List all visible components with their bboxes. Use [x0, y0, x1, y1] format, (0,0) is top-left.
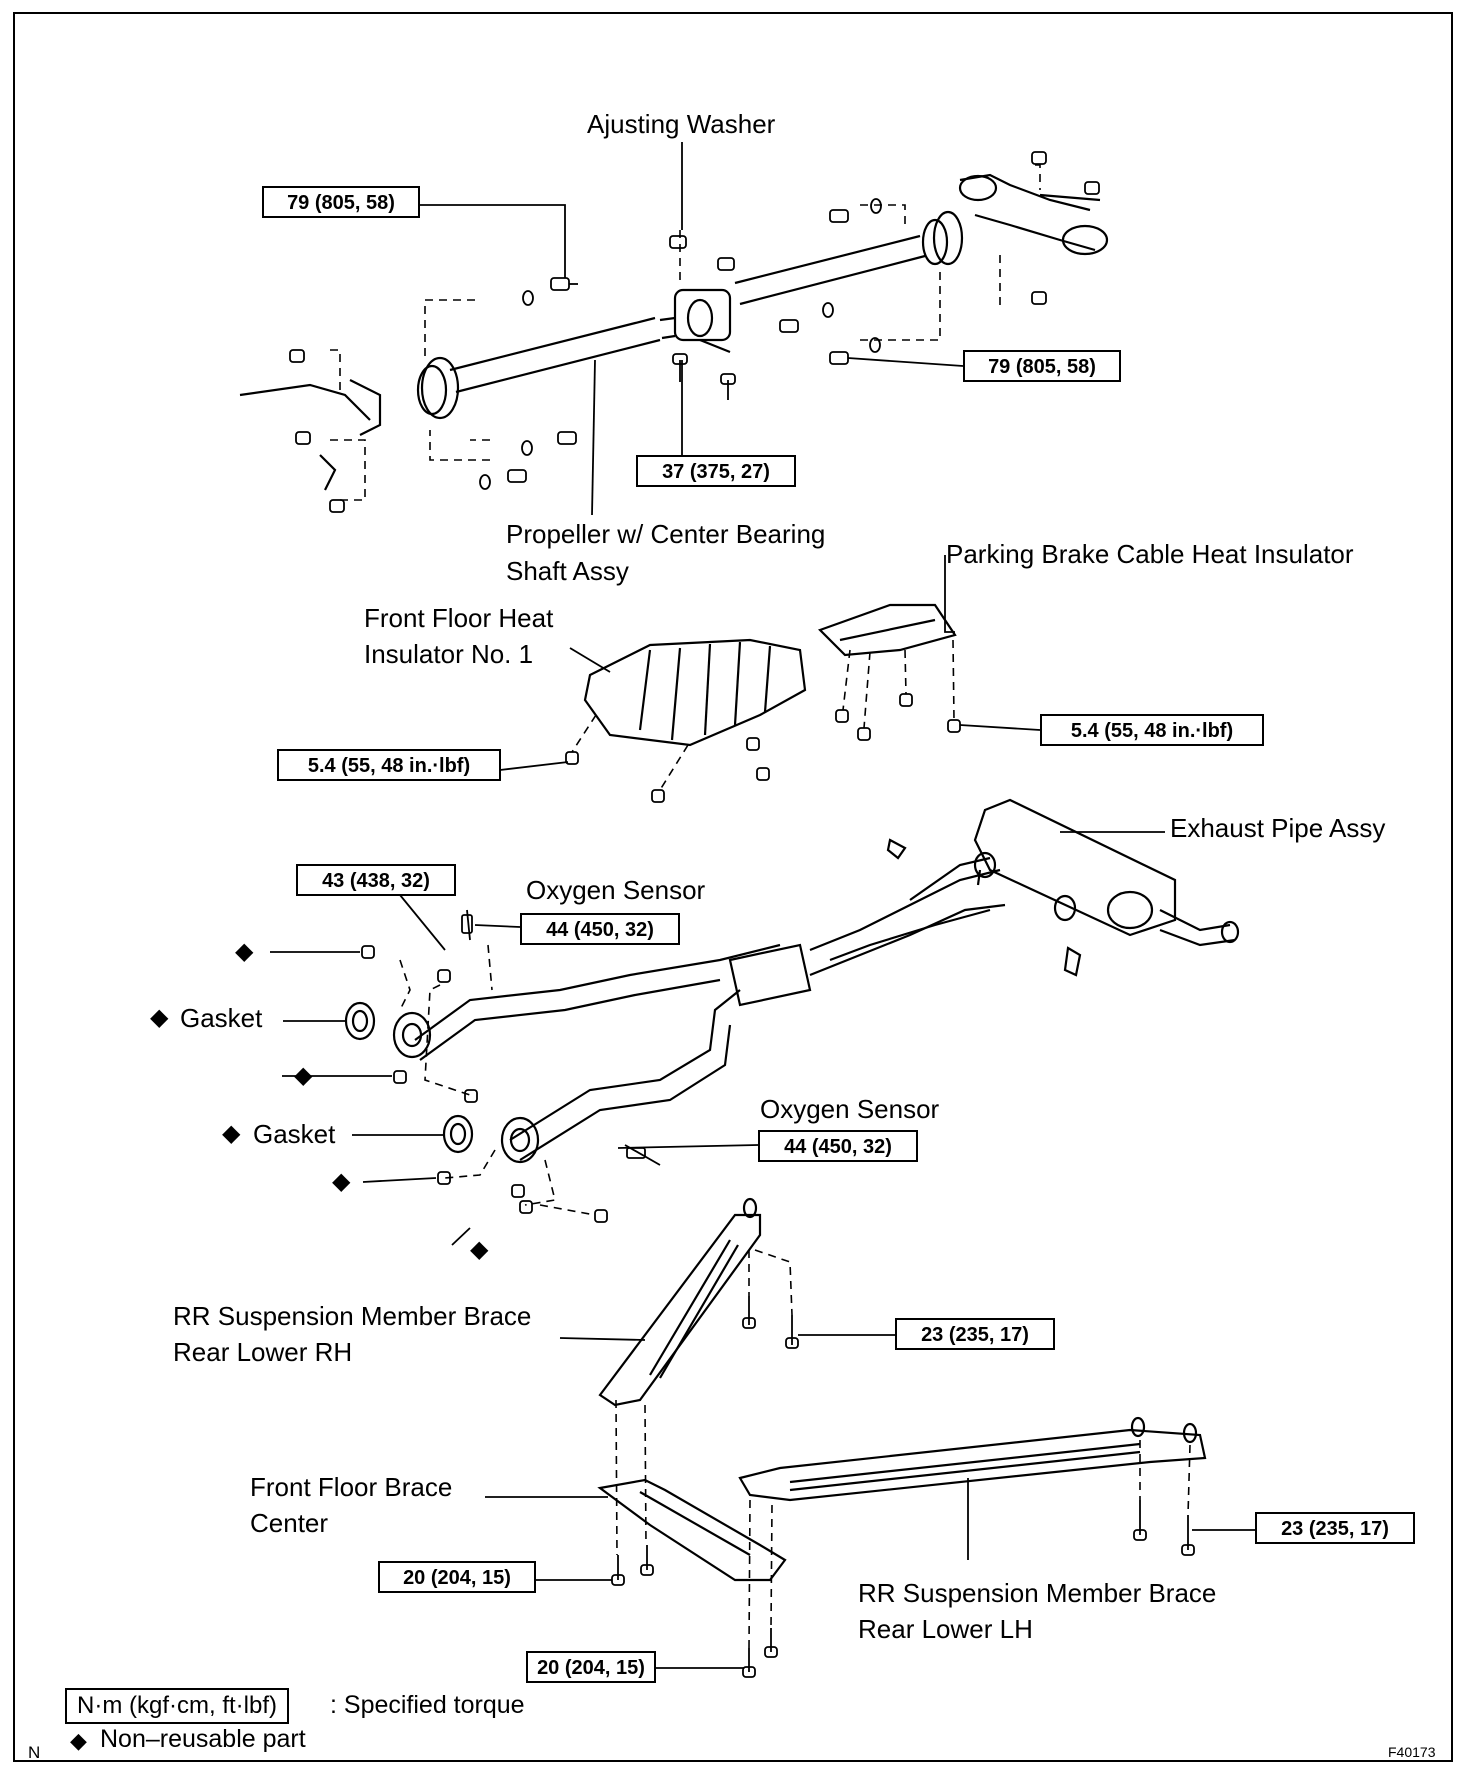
brace-lh-drawing: [738, 1416, 1207, 1502]
rr-brace-rh-label-line2: Rear Lower RH: [173, 1337, 353, 1367]
rr-brace-lh-label-line1: RR Suspension Member Brace: [858, 1578, 1217, 1608]
figure-id: F40173: [1388, 1744, 1436, 1760]
rr-brace-rh-label-line1: RR Suspension Member Brace: [173, 1301, 532, 1331]
torque-box-floor-brace-2: 20 (204, 15): [526, 1651, 656, 1683]
exhaust-pipe-drawing: [392, 798, 1240, 1164]
brace-rh-drawing: [598, 1197, 762, 1407]
torque-box-parking-brake: 5.4 (55, 48 in.·lbf): [1040, 714, 1264, 746]
front-floor-brace-label-line1: Front Floor Brace: [250, 1472, 453, 1502]
torque-box-heat-insulator: 5.4 (55, 48 in.·lbf): [277, 749, 501, 781]
front-floor-brace-drawing: [597, 1478, 787, 1582]
propeller-bolts: [289, 151, 1100, 513]
oxygen-sensor-label-2: Oxygen Sensor: [760, 1094, 940, 1124]
torque-box-floor-brace-1: 20 (204, 15): [378, 1561, 536, 1593]
torque-box-propeller-left: 79 (805, 58): [262, 186, 420, 218]
heat-insulator-bolts: [565, 693, 961, 803]
non-reusable-marker: ◆: [332, 1168, 351, 1195]
footer-n-mark: N: [28, 1743, 41, 1762]
oxygen-sensor-drawings: [461, 909, 661, 1166]
torque-box-front-flange: 43 (438, 32): [296, 864, 456, 896]
adjusting-washer-label: Ajusting Washer: [587, 109, 776, 139]
non-reusable-marker: ◆: [150, 1004, 169, 1031]
leader-lines: [270, 142, 1255, 1669]
torque-box-oxygen-sensor-2: 44 (450, 32): [758, 1130, 918, 1162]
exhaust-pipe-label: Exhaust Pipe Assy: [1170, 813, 1386, 843]
rr-brace-lh-label-line2: Rear Lower LH: [858, 1614, 1033, 1644]
diagram-frame: [13, 12, 1453, 1762]
parking-brake-insulator-label: Parking Brake Cable Heat Insulator: [946, 539, 1354, 569]
legend-torque-description: : Specified torque: [330, 1691, 525, 1719]
gasket-label-1: Gasket: [180, 1003, 263, 1033]
torque-box-oxygen-sensor-1: 44 (450, 32): [520, 913, 680, 945]
non-reusable-marker: ◆: [235, 938, 254, 965]
non-reusable-marker: ◆: [470, 1236, 489, 1263]
heat-insulator-drawing: [583, 603, 957, 747]
propeller-shaft-label-line1: Propeller w/ Center Bearing: [506, 519, 826, 549]
exhaust-nuts: [361, 945, 608, 1223]
torque-box-center-bearing: 37 (375, 27): [636, 455, 796, 487]
legend-torque-unit-box: N·m (kgf·cm, ft·lbf): [65, 1688, 289, 1724]
torque-box-brace-rh: 23 (235, 17): [895, 1318, 1055, 1350]
front-floor-heat-insulator-label-line1: Front Floor Heat: [364, 603, 554, 633]
oxygen-sensor-label-1: Oxygen Sensor: [526, 875, 706, 905]
non-reusable-marker: ◆: [294, 1062, 313, 1089]
propeller-shaft-drawing: [239, 173, 1109, 491]
non-reusable-marker: ◆: [222, 1120, 241, 1147]
legend-non-reusable-label: Non–reusable part: [100, 1725, 306, 1753]
front-floor-heat-insulator-label-line2: Insulator No. 1: [364, 639, 534, 669]
front-floor-brace-label-line2: Center: [250, 1508, 329, 1538]
legend-diamond-icon: ◆: [70, 1728, 87, 1753]
torque-box-propeller-right: 79 (805, 58): [963, 350, 1121, 382]
torque-box-brace-lh: 23 (235, 17): [1255, 1512, 1415, 1544]
gasket-label-2: Gasket: [253, 1119, 336, 1149]
propeller-shaft-label-line2: Shaft Assy: [506, 556, 629, 586]
